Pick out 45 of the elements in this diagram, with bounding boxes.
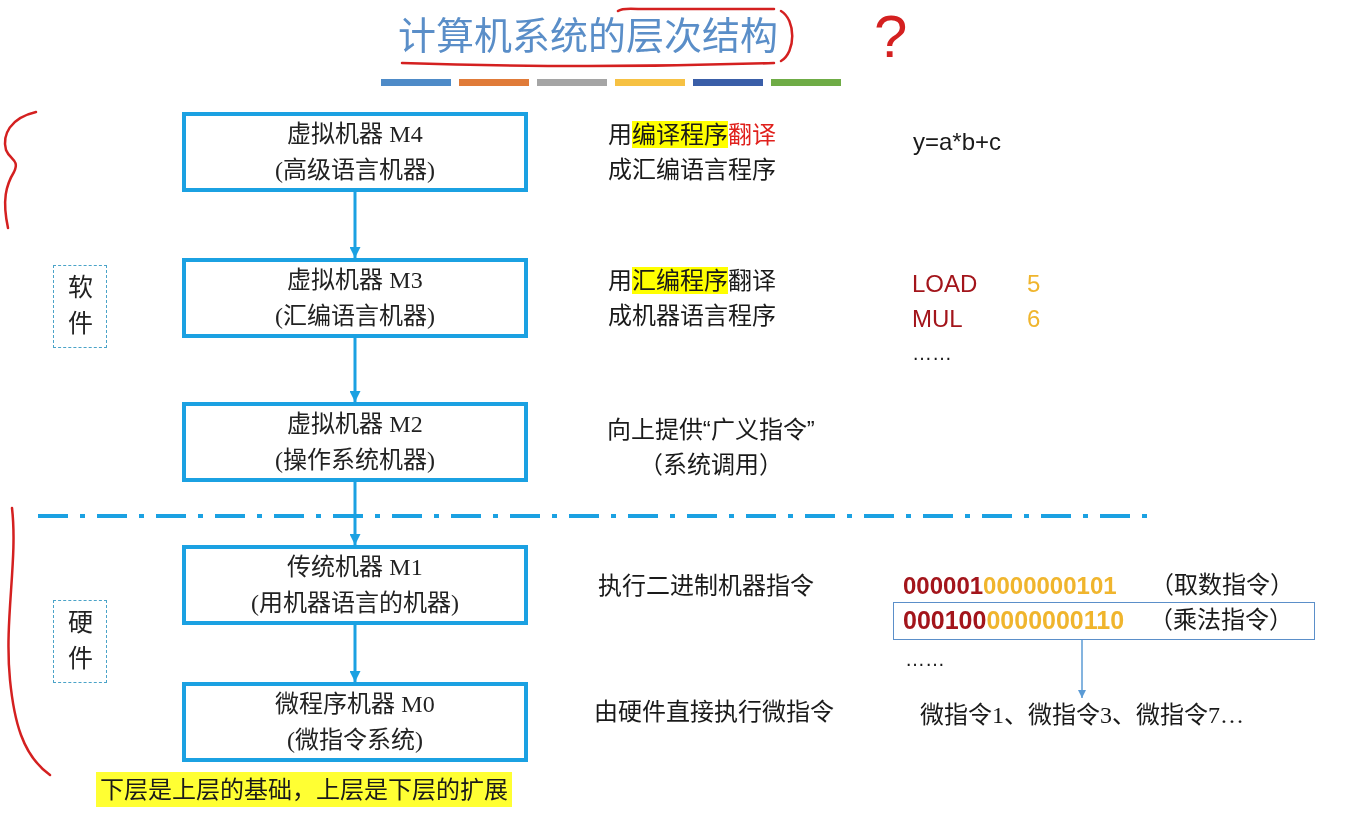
description-text: 向上提供“广义指令”（系统调用） bbox=[605, 415, 816, 480]
formula-text: y=a*b+c bbox=[913, 127, 1002, 157]
slide-title: 计算机系统的层次结构 bbox=[398, 14, 778, 58]
micro-instruction-text: 微指令1、微指令3、微指令7… bbox=[920, 698, 1244, 732]
highlighted-note: 下层是上层的基础，上层是下层的扩展 bbox=[96, 772, 512, 807]
ellipsis: …… bbox=[912, 341, 952, 366]
machine-level-box bbox=[182, 258, 528, 338]
instruction-note: （乘法指令） bbox=[1149, 606, 1293, 635]
binary-code: 0000010000000101 bbox=[903, 571, 1117, 601]
operand-text: 5 bbox=[1027, 269, 1041, 299]
question-mark: ? bbox=[874, 2, 908, 72]
level-subtitle: (微指令系统) bbox=[287, 726, 423, 755]
level-title: 虚拟机器 M3 bbox=[287, 266, 423, 295]
binary-code: 0001000000000110 bbox=[903, 605, 1125, 635]
ellipsis: …… bbox=[905, 647, 945, 672]
dashed-box bbox=[53, 265, 107, 348]
arrow bbox=[1078, 639, 1086, 699]
description-text: 用编译程序翻译成汇编语言程序 bbox=[608, 120, 777, 185]
level-title: 传统机器 M1 bbox=[287, 553, 423, 582]
arrow bbox=[349, 625, 361, 682]
instruction-box bbox=[893, 602, 1315, 640]
category-label: 硬件 bbox=[67, 608, 93, 674]
opcode-text: MUL bbox=[912, 304, 963, 334]
level-subtitle: (汇编语言机器) bbox=[275, 302, 435, 331]
machine-level-box bbox=[182, 402, 528, 482]
machine-level-box bbox=[182, 545, 528, 625]
machine-level-box bbox=[182, 682, 528, 762]
level-title: 虚拟机器 M4 bbox=[287, 120, 423, 149]
level-subtitle: (高级语言机器) bbox=[275, 156, 435, 185]
description-text: 执行二进制机器指令 bbox=[598, 571, 814, 601]
description-text: 用汇编程序翻译成机器语言程序 bbox=[608, 266, 777, 331]
arrow bbox=[349, 338, 361, 402]
instruction-note: （取数指令） bbox=[1150, 571, 1294, 600]
arrow bbox=[349, 192, 361, 258]
level-title: 虚拟机器 M2 bbox=[287, 410, 423, 439]
level-subtitle: (用机器语言的机器) bbox=[251, 589, 459, 618]
level-title: 微程序机器 M0 bbox=[275, 690, 435, 719]
dashed-box bbox=[53, 600, 107, 683]
category-label: 软件 bbox=[67, 273, 93, 339]
operand-text: 6 bbox=[1027, 304, 1041, 334]
description-text: 由硬件直接执行微指令 bbox=[594, 697, 834, 727]
opcode-text: LOAD bbox=[912, 269, 978, 299]
machine-level-box bbox=[182, 112, 528, 192]
level-subtitle: (操作系统机器) bbox=[275, 446, 435, 475]
arrow bbox=[349, 482, 361, 545]
